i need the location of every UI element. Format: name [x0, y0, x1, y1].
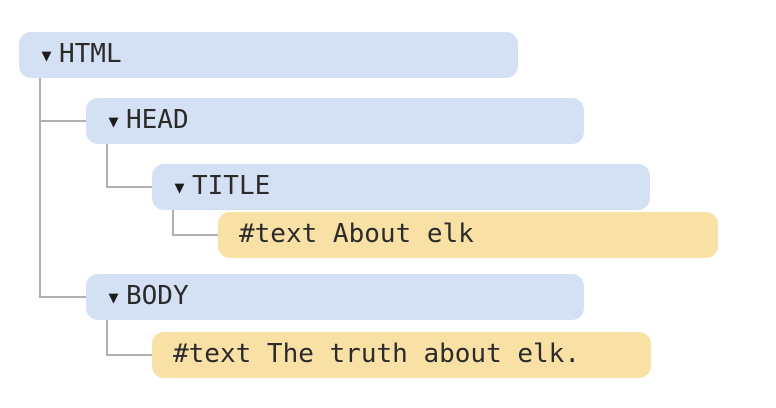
tree-connector — [39, 78, 86, 298]
chevron-down-icon[interactable]: ▼ — [108, 290, 119, 306]
tree-node-body[interactable]: ▼ BODY — [86, 274, 584, 320]
tree-node-body-text[interactable]: #text The truth about elk. — [152, 332, 651, 378]
tree-node-label: BODY — [126, 281, 189, 311]
tree-connector — [106, 144, 152, 188]
tree-node-head[interactable]: ▼ HEAD — [86, 98, 584, 144]
tree-node-title-text[interactable]: #text About elk — [218, 212, 718, 258]
tree-node-html[interactable]: ▼ HTML — [19, 32, 518, 78]
tree-node-label: TITLE — [192, 171, 271, 201]
chevron-down-icon[interactable]: ▼ — [174, 180, 185, 196]
chevron-down-icon[interactable]: ▼ — [41, 48, 52, 64]
tree-connector — [172, 210, 218, 236]
tree-node-label: HTML — [59, 39, 122, 69]
tree-connector — [39, 78, 86, 122]
chevron-down-icon[interactable]: ▼ — [108, 114, 119, 130]
tree-node-label: #text The truth about elk. — [173, 339, 580, 369]
tree-node-label: #text About elk — [239, 219, 474, 249]
tree-connector — [106, 320, 152, 356]
tree-node-title[interactable]: ▼ TITLE — [152, 164, 650, 210]
tree-node-label: HEAD — [126, 105, 189, 135]
